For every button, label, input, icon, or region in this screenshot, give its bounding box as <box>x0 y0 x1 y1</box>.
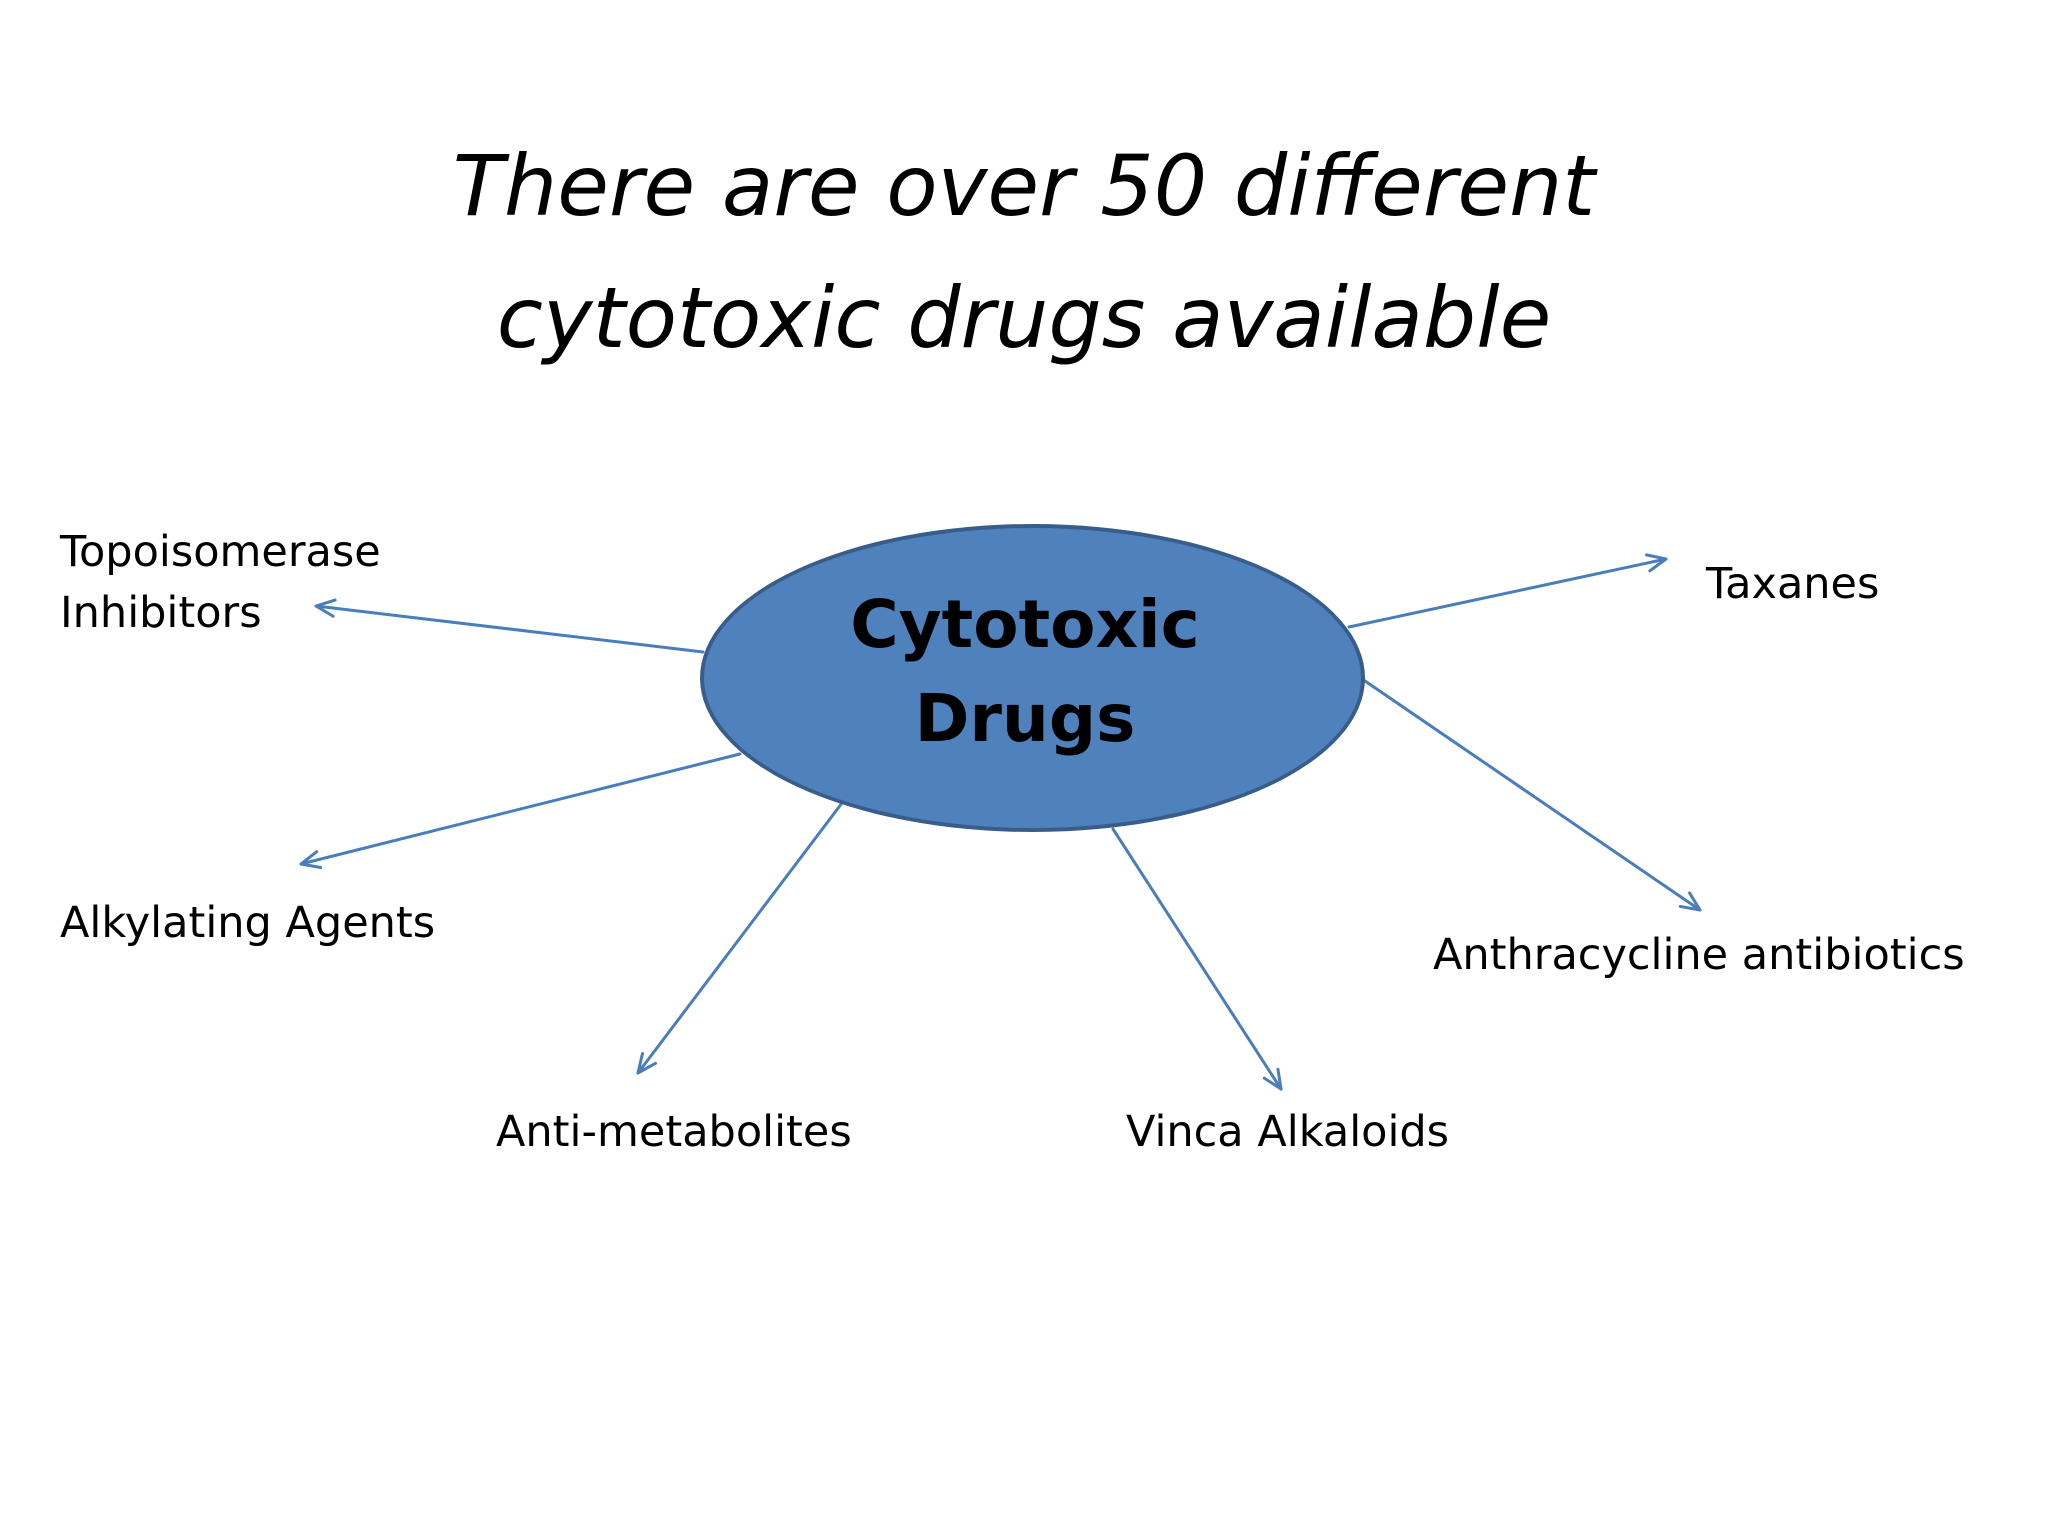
arrow-to-alkylating <box>299 752 742 869</box>
arrow-to-vinca-head <box>1262 1067 1283 1091</box>
hub-label-line-1: Cytotoxic <box>850 586 1200 663</box>
arrow-to-topoisomerase <box>314 598 705 654</box>
node-anti-metabolites: Anti-metabolites <box>496 1107 852 1157</box>
node-topoisomerase-line-1: Topoisomerase <box>60 527 381 577</box>
arrow-to-alkylating-head <box>299 850 323 869</box>
arrow-to-anthracycline <box>1363 679 1702 912</box>
node-taxanes: Taxanes <box>1706 559 1880 609</box>
hub-label: Cytotoxic Drugs <box>700 578 1350 766</box>
slide-title: There are over 50 different cytotoxic dr… <box>0 120 2048 384</box>
title-line-1: There are over 50 different <box>452 137 1596 235</box>
hub-label-line-2: Drugs <box>914 680 1136 757</box>
arrow-to-topoisomerase-head <box>314 598 337 618</box>
node-anthracycline-antibiotics: Anthracycline antibiotics <box>1433 930 1965 980</box>
arrow-to-antimetabolites-head <box>636 1052 658 1075</box>
arrow-to-taxanes <box>1347 553 1668 629</box>
arrow-to-vinca <box>1111 827 1283 1091</box>
node-topoisomerase-inhibitors: Topoisomerase Inhibitors <box>60 522 381 644</box>
node-alkylating-agents: Alkylating Agents <box>60 898 436 948</box>
node-topoisomerase-line-2: Inhibitors <box>60 588 262 638</box>
title-line-2: cytotoxic drugs available <box>496 269 1552 367</box>
arrow-to-antimetabolites <box>636 801 844 1075</box>
arrow-to-taxanes-head <box>1644 553 1668 573</box>
hub-ellipse <box>700 524 1365 832</box>
node-vinca-alkaloids: Vinca Alkaloids <box>1126 1107 1450 1157</box>
arrow-to-anthracycline-head <box>1678 891 1702 912</box>
